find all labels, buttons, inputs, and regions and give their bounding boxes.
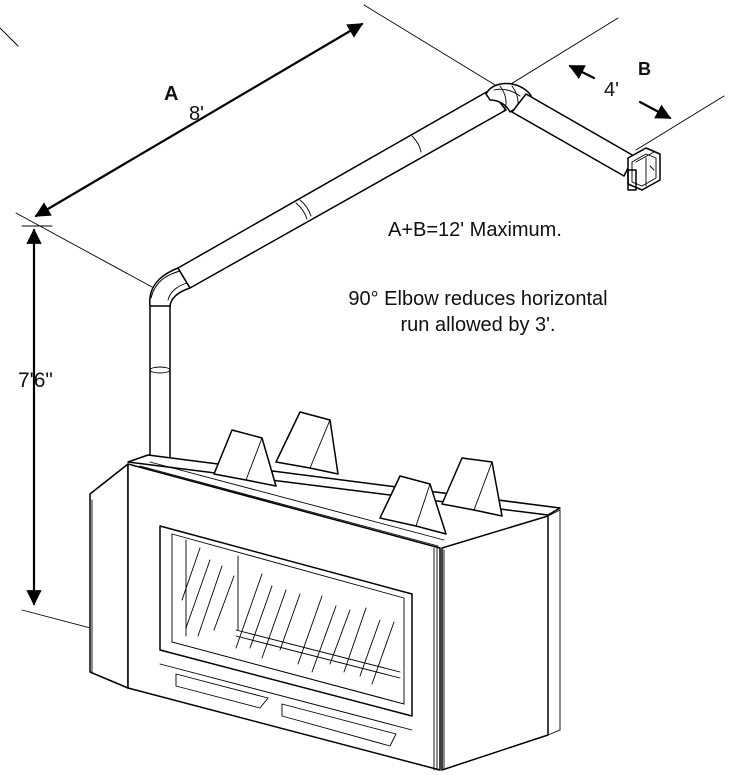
dimension-arrow-b-upper <box>568 64 596 80</box>
length-a-label: 8' <box>189 103 204 125</box>
height-label: 7'6" <box>18 369 53 392</box>
right-vent-grill <box>281 703 397 747</box>
termination-cap <box>627 147 661 191</box>
vertical-vent-pipe <box>149 304 171 459</box>
max-length-note: A+B=12' Maximum. <box>388 219 562 241</box>
left-vent-grill <box>175 673 269 709</box>
length-b-label: 4' <box>604 79 619 101</box>
horizontal-pipe-a <box>177 89 507 289</box>
dimension-arrow-a <box>34 22 364 218</box>
glass-reflection <box>181 547 395 685</box>
horizontal-pipe-b <box>511 93 635 177</box>
dimension-arrows <box>26 22 672 606</box>
elbow-note-line1: 90° Elbow reduces horizontal <box>348 288 607 310</box>
elbow-note-line2: run allowed by 3'. <box>400 314 555 336</box>
dimension-arrow-b-lower <box>638 100 672 120</box>
top-baffles <box>213 411 503 535</box>
section-a-label: A <box>164 83 178 105</box>
section-b-label: B <box>638 59 651 79</box>
